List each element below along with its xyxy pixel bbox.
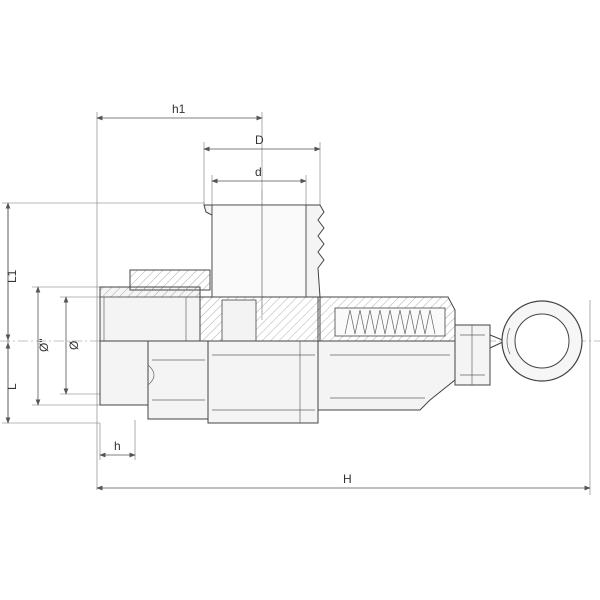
dimension-diameters: Ø" Ø [32, 286, 100, 406]
coupling-nut-upper [99, 269, 211, 342]
label-L: L [5, 383, 19, 390]
spring-coils [344, 309, 436, 335]
label-H: H [343, 472, 352, 486]
label-phi-thread: Ø" [37, 338, 51, 352]
coupling-nut-lower [99, 340, 209, 420]
label-L1: L1 [5, 269, 19, 283]
label-D: D [255, 133, 264, 147]
dimension-D: D [203, 133, 321, 205]
dimension-h1: h1 [96, 102, 263, 490]
eye-bolt-ring [501, 300, 583, 382]
label-phi: Ø [67, 341, 81, 350]
hose-tail-spigot [203, 204, 325, 298]
label-h1: h1 [172, 102, 186, 116]
dimension-L1-L: L1 L [2, 202, 205, 424]
label-d: d [255, 165, 262, 179]
dimension-h: h [99, 420, 136, 460]
spring-housing [317, 296, 456, 411]
stem-nut [454, 324, 507, 386]
dimension-H: H [96, 300, 591, 495]
label-h: h [114, 439, 121, 453]
valve-body [199, 296, 321, 424]
